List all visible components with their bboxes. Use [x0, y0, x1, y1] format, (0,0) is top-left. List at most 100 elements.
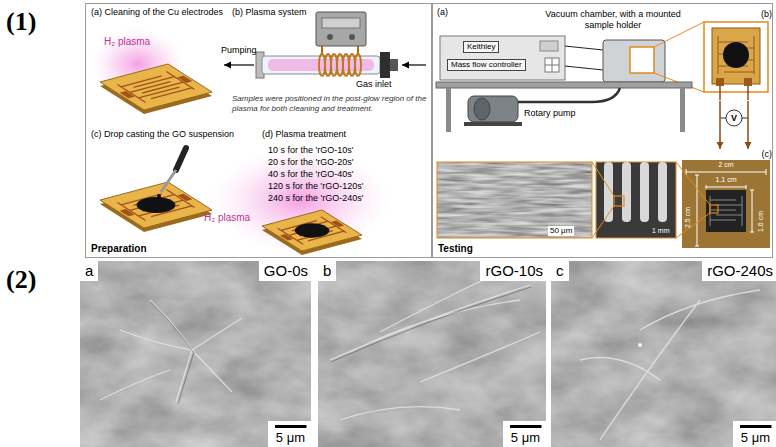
sample-inset: [704, 22, 768, 92]
sample-photo: [676, 162, 710, 205]
treatment-time: 20 s for the 'rGO-20s': [268, 157, 353, 168]
sem-image: [580, 290, 760, 440]
bench: [436, 82, 692, 132]
sem-image: [151, 302, 194, 404]
dimension: 2 cm: [718, 161, 733, 169]
sample-photo: [695, 175, 699, 246]
dimension: 2.5 cm: [684, 207, 692, 228]
electrode-chip: [129, 194, 183, 216]
plasma-system: [327, 34, 333, 40]
rotary-pump: [464, 88, 620, 126]
connector-arrow: [747, 101, 749, 149]
plasma-system: [402, 64, 426, 65]
treatment-time: 40 s for the 'rGO-40s': [268, 169, 353, 180]
scale-bar: 5 μm: [733, 421, 776, 447]
sem-image-panel: aGO-0s5 μm: [80, 261, 313, 447]
plasma-system: [380, 52, 390, 78]
microscope-photo: [592, 162, 676, 238]
voltmeter-symbol: [726, 110, 742, 126]
sample-name: rGO-240s: [702, 261, 776, 281]
sem-image: [551, 261, 776, 447]
treatment-time: 10 s for the 'rGO-10s': [268, 145, 353, 156]
sample-inset: [747, 86, 749, 100]
instrument-rack: [545, 58, 559, 72]
rotary-pump: [474, 98, 490, 120]
bench: [446, 88, 451, 132]
panel-title: Preparation: [91, 243, 147, 255]
sem-image: [100, 300, 242, 402]
plasma-system: [224, 12, 426, 78]
flow-label: Pumping: [221, 45, 257, 56]
electrode-chip: [100, 182, 212, 228]
dropper: [157, 194, 161, 200]
electrode-chip: [262, 210, 362, 251]
step-heading: (a) Cleaning of the Cu electrodes: [91, 7, 223, 18]
scale-bar: 50 μm: [548, 226, 574, 236]
sample-photo: [750, 190, 754, 232]
sample-photo: [706, 190, 746, 232]
plasma-system: [268, 59, 374, 71]
sample-inset: [704, 22, 768, 100]
plasma-system: [357, 46, 359, 54]
sample-name: GO-0s: [259, 261, 313, 281]
plasma-system: [316, 12, 366, 46]
dropper: [157, 148, 186, 200]
step-heading: (c) Drop casting the GO suspension: [91, 129, 234, 140]
instrument-rack: [545, 58, 559, 72]
part-number: (1): [6, 6, 36, 37]
sample-inset: [718, 36, 754, 74]
inset: (b): [699, 9, 774, 101]
part-name: Vacuum chamber, with a mounted sample ho…: [543, 9, 683, 31]
electrode-chip: [100, 64, 212, 110]
electrode-chip: [262, 210, 362, 251]
inset-letter: (c): [762, 149, 773, 160]
sample-photo: [682, 160, 770, 248]
plasma-system: [349, 34, 355, 40]
sample-inset: [719, 86, 721, 100]
electrode-chip: [288, 221, 336, 241]
panel-letter: b: [318, 261, 336, 281]
electrode-chip: [100, 64, 212, 110]
dimension: 1.6 cm: [757, 211, 765, 232]
microscope-photo: [640, 162, 649, 222]
sample-photo: [710, 196, 742, 226]
sample-inset: [712, 28, 760, 84]
microscope-photo: [596, 162, 676, 238]
plasma-system: [224, 64, 254, 65]
panel-letter: a: [80, 261, 98, 281]
sample-inset: [723, 42, 749, 68]
treatment-time: 240 s for the 'rGO-240s': [268, 193, 363, 204]
step-heading: (b) Plasma system: [232, 7, 307, 18]
voltmeter-symbol: V: [731, 113, 737, 124]
microscope-photo: [592, 162, 614, 196]
electrode-chip: [100, 182, 212, 228]
instrument-name: Mass flow controller: [451, 60, 522, 70]
sem-image: [551, 261, 776, 447]
cable: [565, 66, 603, 70]
panel: Preparation: [85, 3, 432, 258]
sample-photo: [676, 160, 770, 248]
step-heading: (d) Plasma treatment: [262, 129, 346, 140]
rotary-pump: [464, 122, 522, 126]
instrument-box: Keithley: [463, 41, 499, 53]
rotary-pump: [468, 96, 518, 122]
sem-image: [330, 272, 540, 420]
plasma-system: [390, 59, 398, 71]
vacuum-chamber: [630, 47, 654, 73]
flow-label: Gas inlet: [356, 79, 392, 90]
plasma-system: [321, 46, 323, 54]
sample-photo: [686, 169, 766, 175]
sample-inset: [716, 78, 724, 86]
panel: Testing(b)(c)KeithleyMass flow controlle…: [432, 3, 773, 258]
electrode-chip: [262, 210, 362, 255]
sample-photo: [706, 185, 746, 189]
instrument-rack: [440, 36, 565, 80]
sample-photo: [710, 205, 718, 213]
electrode-chip: [100, 182, 212, 232]
instrument-name: Keithley: [467, 42, 495, 52]
plasma-system: [262, 56, 380, 74]
sample-photo: [676, 213, 710, 238]
dropper: [176, 148, 186, 170]
plasma-system: [355, 54, 361, 76]
